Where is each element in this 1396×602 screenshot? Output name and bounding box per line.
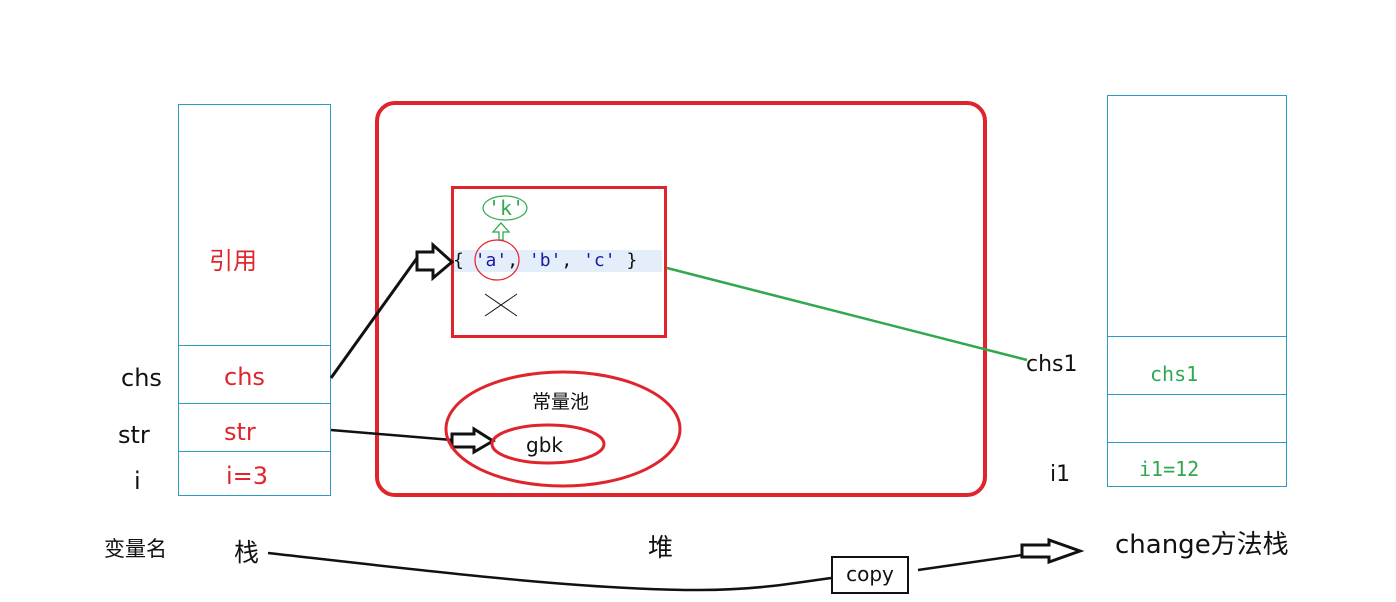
stack-title: 栈 xyxy=(234,538,260,567)
array-element-a: 'a' xyxy=(474,250,508,271)
change-cell-chs1 xyxy=(1108,336,1286,337)
stack-value-str: str xyxy=(224,418,256,446)
change-cell-empty xyxy=(1108,394,1286,395)
change-stack-title: change方法栈 xyxy=(1115,530,1289,560)
array-element-b: 'b' xyxy=(528,250,562,271)
stack-value-i: i=3 xyxy=(226,462,269,490)
chs-arrow-icon xyxy=(415,241,455,282)
replacement-value: 'k' xyxy=(488,196,525,220)
constant-pool-value: gbk xyxy=(526,433,563,457)
stack-value-chs: chs xyxy=(224,363,265,391)
change-var-name-chs1: chs1 xyxy=(1026,352,1078,377)
copy-arrow-icon xyxy=(1020,537,1085,565)
change-stack: chs1 i1=12 xyxy=(1107,95,1287,487)
stack-cell-chs xyxy=(179,345,330,404)
array-highlight xyxy=(452,250,662,272)
reference-label: 引用 xyxy=(209,247,257,275)
green-up-arrow-icon xyxy=(491,222,511,241)
var-name-header: 变量名 xyxy=(104,537,167,561)
main-stack: 引用 chs str i=3 xyxy=(178,104,331,496)
var-name-str: str xyxy=(118,421,150,449)
chs-reference-line xyxy=(329,257,419,379)
constant-pool-ellipse xyxy=(444,370,682,488)
change-var-name-i1: i1 xyxy=(1050,462,1071,487)
replacement-ellipse xyxy=(482,195,528,221)
change-cell-i1 xyxy=(1108,442,1286,443)
gbk-ellipse xyxy=(490,423,606,465)
array-literal: { 'a', 'b', 'c' } xyxy=(453,250,638,271)
copy-box: copy xyxy=(831,556,909,594)
element-a-circle xyxy=(474,239,520,281)
stack-cell-i xyxy=(179,451,330,496)
array-open-brace: { xyxy=(453,250,464,271)
array-close-brace: } xyxy=(626,250,638,271)
heap-title: 堆 xyxy=(648,533,674,562)
stack-cell-str xyxy=(179,403,330,452)
heap-region xyxy=(375,101,987,497)
str-arrow-icon xyxy=(450,426,496,455)
change-value-i1: i1=12 xyxy=(1139,457,1200,481)
change-value-chs1: chs1 xyxy=(1150,362,1199,386)
chs1-reference-line xyxy=(666,266,1028,362)
array-element-c: 'c' xyxy=(583,250,616,271)
constant-pool-label: 常量池 xyxy=(532,391,590,413)
str-reference-line xyxy=(330,428,453,442)
copy-flow-line xyxy=(267,551,832,592)
var-name-i: i xyxy=(134,467,141,495)
var-name-chs: chs xyxy=(121,364,162,392)
